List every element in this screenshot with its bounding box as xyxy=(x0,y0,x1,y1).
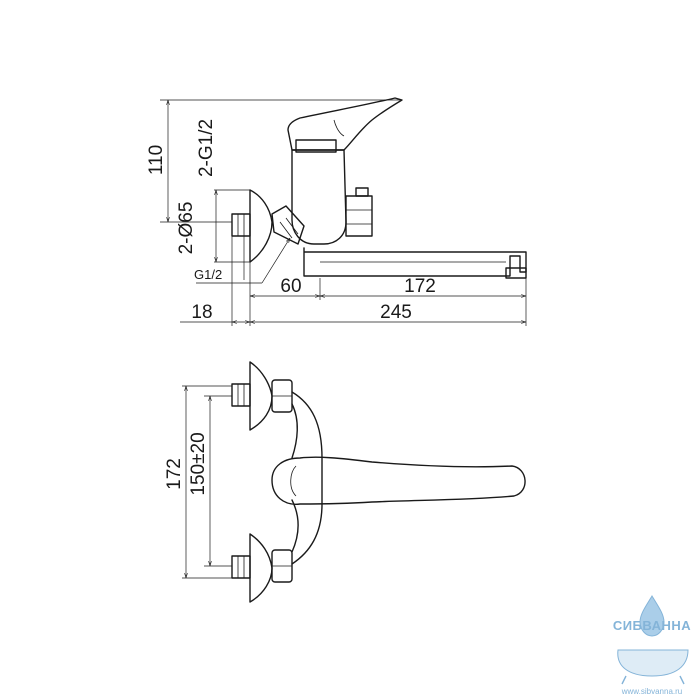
body-cartridge-ring xyxy=(295,139,337,153)
lever-top-view xyxy=(271,456,526,505)
watermark-url: www.sibvanna.ru xyxy=(621,687,682,696)
dim-245: 245 xyxy=(380,302,412,323)
aerator xyxy=(505,267,527,279)
body-bridge xyxy=(291,391,323,565)
lower-flange xyxy=(249,533,273,603)
wall-pipe-nut xyxy=(231,213,251,237)
upper-nut xyxy=(231,383,251,407)
side-view: 110 2-G1/2 2-Ø65 G1/2 60 172 18 245 xyxy=(146,97,527,326)
dim-center-distance: 150±20 xyxy=(188,432,209,495)
side-nut xyxy=(345,195,373,237)
watermark-logo: СИБВАННА www.sibvanna.ru xyxy=(613,595,691,696)
top-view: 172 150±20 xyxy=(164,361,526,603)
mixer-body xyxy=(291,149,347,245)
lower-nut xyxy=(231,555,251,579)
dim-172-spout: 172 xyxy=(404,276,436,297)
water-drop-icon xyxy=(639,595,665,637)
eccentric-connector xyxy=(271,205,305,245)
dim-connector-thread: G1/2 xyxy=(194,267,222,282)
wall-flange xyxy=(249,189,273,263)
bathtub-icon xyxy=(617,649,689,677)
lever-handle xyxy=(287,97,403,151)
watermark-brand: СИБВАННА xyxy=(613,618,691,633)
dim-60: 60 xyxy=(280,276,301,297)
dim-110: 110 xyxy=(146,145,167,175)
dim-18: 18 xyxy=(191,302,212,323)
upper-flange xyxy=(249,361,273,431)
dim-172-span: 172 xyxy=(164,458,185,490)
dim-flange-diameter: 2-Ø65 xyxy=(176,202,197,255)
dim-inlet-thread: 2-G1/2 xyxy=(196,119,217,177)
spout xyxy=(303,247,527,277)
